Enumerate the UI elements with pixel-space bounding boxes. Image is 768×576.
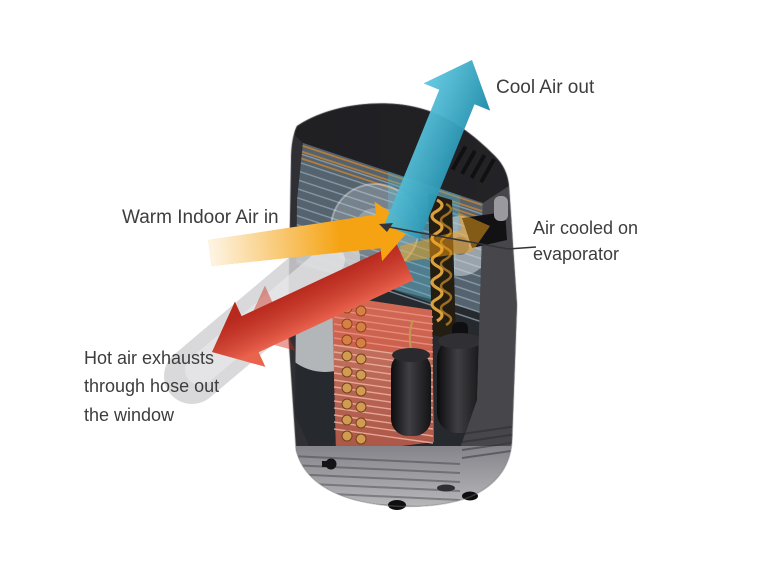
- drain-plug: [322, 458, 337, 470]
- copper-tube-ends: [341, 302, 367, 445]
- base-recess: [437, 484, 455, 492]
- hot-air-tint: [332, 295, 433, 358]
- compressor-cylinders: [391, 319, 483, 436]
- air-cooled-on-evaporator-label: Air cooled on evaporator: [533, 218, 639, 264]
- hot-air-exhaust-arrow: [212, 243, 414, 367]
- right-bezel: [462, 186, 517, 447]
- hot-air-exhaust-label: Hot air exhausts through hose out the wi…: [84, 348, 220, 425]
- warm-indoor-air-arrow: [208, 201, 412, 266]
- copper-coil: [428, 193, 456, 340]
- warm-indoor-air-in-label: Warm Indoor Air in: [122, 207, 279, 228]
- evaporator-pointer-line: [379, 223, 537, 250]
- cool-air-out-arrow: [384, 60, 491, 240]
- cool-air-out-label: Cool Air out: [496, 77, 595, 98]
